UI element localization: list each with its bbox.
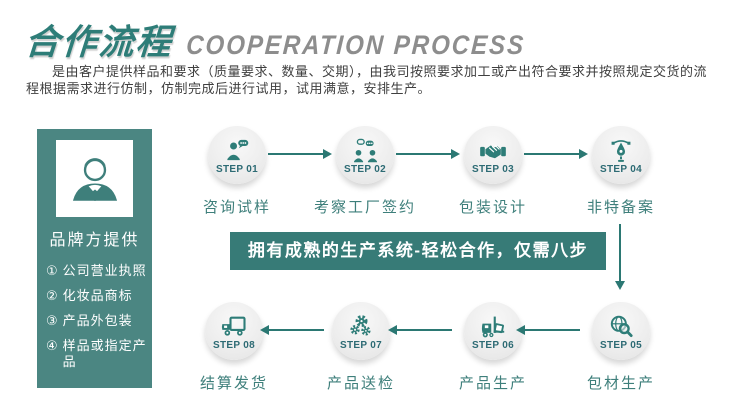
- list-item: ④ 样品或指定产品: [46, 338, 147, 370]
- brand-provides-panel: 品牌方提供 ① 公司营业执照 ② 化妆品商标 ③ 产品外包装 ④ 样品或指定产品: [37, 129, 152, 388]
- arrow-step1-to-step2: [268, 147, 332, 160]
- step-01-circle: STEP 01: [208, 126, 266, 184]
- step-id: STEP 07: [340, 340, 382, 351]
- step-label: 咨询试样: [202, 199, 271, 216]
- step-08: STEP 08 结算发货: [174, 302, 294, 393]
- arrow-step6-to-step7: [388, 323, 452, 336]
- item-number: ②: [46, 288, 59, 303]
- header: 合作流程 COOPERATION PROCESS: [23, 14, 527, 65]
- arrow-step3-to-step4: [524, 147, 588, 160]
- step-id: STEP 05: [600, 340, 642, 351]
- panel-title: 品牌方提供: [49, 232, 140, 249]
- page-title-english: COOPERATION PROCESS: [185, 30, 527, 61]
- item-number: ③: [46, 313, 59, 328]
- list-item: ② 化妆品商标: [46, 288, 147, 304]
- step-label: 产品生产: [458, 375, 527, 392]
- globe-search-icon: [608, 314, 634, 339]
- step-04: STEP 04 非特备案: [561, 126, 681, 217]
- process-description: 是由客户提供样品和要求（质量要求、数量、交期），由我司按照要求加工或产出符合要求…: [26, 64, 708, 96]
- gears-icon: [348, 314, 374, 339]
- step-label: 包材生产: [586, 375, 655, 392]
- businessman-photo-frame: [56, 140, 133, 217]
- provides-list: ① 公司营业执照 ② 化妆品商标 ③ 产品外包装 ④ 样品或指定产品: [46, 263, 147, 370]
- item-label: 化妆品商标: [62, 288, 133, 303]
- meeting-icon: [352, 138, 379, 163]
- arrow-step4-to-step5: [613, 224, 626, 290]
- pen-tool-icon: [608, 138, 634, 163]
- step-03-circle: STEP 03: [464, 126, 522, 184]
- arrow-step7-to-step8: [260, 323, 324, 336]
- step-id: STEP 04: [600, 164, 642, 175]
- list-item: ③ 产品外包装: [46, 313, 147, 329]
- item-number: ①: [46, 263, 59, 278]
- step-07: STEP 07 产品送检: [301, 302, 421, 393]
- step-07-circle: STEP 07: [332, 302, 390, 360]
- item-number: ④: [46, 338, 59, 353]
- page-title-chinese: 合作流程: [23, 23, 175, 62]
- step-03: STEP 03 包装设计: [433, 126, 553, 217]
- handshake-icon: [479, 139, 507, 163]
- step-01: STEP 01 咨询试样: [177, 126, 297, 217]
- step-label: 包装设计: [458, 199, 527, 216]
- step-08-circle: STEP 08: [205, 302, 263, 360]
- item-label: 产品外包装: [62, 313, 133, 328]
- step-05: STEP 05 包材生产: [561, 302, 681, 393]
- step-id: STEP 02: [344, 164, 386, 175]
- step-label: 考察工厂签约: [313, 199, 416, 216]
- businessman-icon: [66, 150, 124, 208]
- arrow-step5-to-step6: [516, 323, 580, 336]
- consultation-icon: [224, 138, 251, 163]
- list-item: ① 公司营业执照: [46, 263, 147, 279]
- arrow-step2-to-step3: [396, 147, 460, 160]
- truck-icon: [220, 315, 248, 339]
- item-label: 样品或指定产品: [62, 338, 147, 369]
- step-id: STEP 08: [213, 339, 255, 351]
- step-06: STEP 06 产品生产: [433, 302, 553, 393]
- step-id: STEP 03: [472, 163, 514, 175]
- banner: 拥有成熟的生产系统-轻松合作，仅需八步: [230, 232, 606, 270]
- step-06-circle: STEP 06: [464, 302, 522, 360]
- step-id: STEP 01: [216, 164, 258, 175]
- step-id: STEP 06: [472, 340, 514, 351]
- step-02: STEP 02 考察工厂签约: [305, 126, 425, 217]
- step-label: 产品送检: [326, 375, 395, 392]
- step-04-circle: STEP 04: [592, 126, 650, 184]
- step-label: 结算发货: [199, 375, 268, 392]
- forklift-icon: [479, 314, 507, 339]
- item-label: 公司营业执照: [62, 263, 147, 278]
- step-05-circle: STEP 05: [592, 302, 650, 360]
- step-label: 非特备案: [586, 199, 655, 216]
- step-02-circle: STEP 02: [336, 126, 394, 184]
